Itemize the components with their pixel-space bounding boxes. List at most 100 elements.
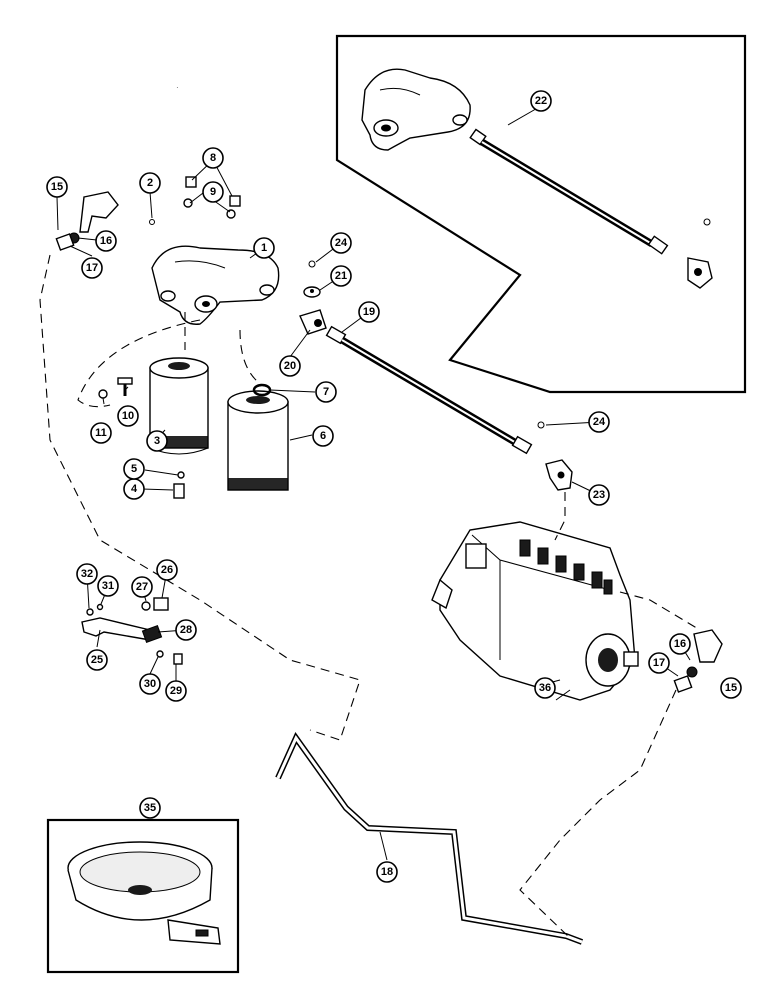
sediment-bowl-part-35 (67, 841, 221, 945)
svg-text:15: 15 (51, 181, 63, 193)
callout-18: 18 (376, 861, 398, 883)
callout-17-left: 17 (81, 257, 103, 279)
callout-31: 31 (97, 575, 119, 597)
svg-text:29: 29 (170, 685, 182, 697)
svg-text:7: 7 (323, 386, 329, 398)
svg-text:21: 21 (335, 270, 347, 282)
tee-fitting-part-20 (299, 309, 327, 335)
callout-29: 29 (165, 680, 187, 702)
stray-mark: · (176, 83, 179, 92)
washers-part-9 (183, 198, 236, 219)
svg-text:3: 3 (154, 435, 160, 447)
svg-text:17: 17 (86, 262, 98, 274)
svg-text:17: 17 (653, 657, 665, 669)
part-31 (96, 603, 104, 611)
elbow-part-23 (545, 459, 573, 491)
callout-15-right: 15 (720, 677, 742, 699)
callout-6: 6 (312, 425, 334, 447)
banjo-part-21 (303, 286, 321, 298)
svg-text:27: 27 (136, 581, 148, 593)
svg-text:9: 9 (210, 186, 216, 198)
callout-24-upper: 24 (330, 232, 352, 254)
svg-text:36: 36 (539, 682, 551, 694)
pump-delivery-valves (519, 539, 613, 595)
callout-8: 8 (202, 147, 224, 169)
svg-text:10: 10 (122, 410, 134, 422)
callout-22: 22 (530, 90, 552, 112)
svg-text:19: 19 (363, 306, 375, 318)
filter-element-part-6 (227, 390, 289, 491)
washer-part-30 (156, 650, 164, 658)
svg-text:16: 16 (674, 638, 686, 650)
callout-26: 26 (156, 559, 178, 581)
callout-9: 9 (202, 181, 224, 203)
svg-text:30: 30 (144, 678, 156, 690)
inset-hose-22 (469, 128, 713, 289)
svg-text:5: 5 (131, 463, 137, 475)
part-2-washer (149, 219, 155, 225)
part-32 (86, 608, 94, 616)
svg-text:35: 35 (144, 802, 156, 814)
callout-4: 4 (123, 478, 145, 500)
inset-filter-head (361, 68, 471, 151)
bowl-inset-panel (46, 818, 240, 974)
fitting-group-15-left (55, 191, 119, 251)
callout-20: 20 (279, 355, 301, 377)
svg-text:4: 4 (131, 483, 138, 495)
callout-5: 5 (123, 458, 145, 480)
callout-2: 2 (139, 172, 161, 194)
callout-21: 21 (330, 265, 352, 287)
callout-25: 25 (86, 649, 108, 671)
callout-7: 7 (315, 381, 337, 403)
svg-text:2: 2 (147, 177, 153, 189)
svg-text:28: 28 (180, 624, 192, 636)
callout-19: 19 (358, 301, 380, 323)
callout-10: 10 (117, 405, 139, 427)
svg-text:8: 8 (210, 152, 216, 164)
washer-part-27 (141, 601, 151, 611)
washer-part-24-lower (537, 421, 545, 429)
svg-text:24: 24 (335, 237, 348, 249)
svg-text:31: 31 (102, 580, 114, 592)
callout-36: 36 (534, 677, 556, 699)
drain-plug-part-4 (173, 483, 185, 499)
bracket-part-25 (81, 617, 151, 641)
screw-part-29 (173, 653, 183, 665)
callout-1: 1 (253, 237, 275, 259)
callout-32: 32 (76, 563, 98, 585)
bolts-part-8 (185, 176, 241, 207)
callout-30: 30 (139, 673, 161, 695)
svg-text:26: 26 (161, 564, 173, 576)
filter-head-part-1 (151, 245, 280, 325)
bolt-part-10 (117, 377, 133, 396)
svg-text:25: 25 (91, 654, 103, 666)
hose-part-19 (325, 325, 533, 455)
fitting-group-15-right (673, 629, 723, 693)
washer-part-11 (98, 389, 108, 399)
svg-text:11: 11 (95, 427, 107, 439)
dashed-routing-lines (39, 254, 701, 939)
svg-text:32: 32 (81, 568, 93, 580)
svg-text:24: 24 (593, 416, 606, 428)
callout-28: 28 (175, 619, 197, 641)
svg-text:20: 20 (284, 360, 296, 372)
callout-16-right: 16 (669, 633, 691, 655)
injection-pump-part-36 (431, 521, 639, 701)
clamp-part-28 (141, 624, 163, 644)
callout-23: 23 (588, 484, 610, 506)
screw-part-26 (153, 597, 169, 611)
svg-text:15: 15 (725, 682, 737, 694)
callout-17-right: 17 (648, 652, 670, 674)
callout-11: 11 (90, 422, 112, 444)
svg-text:1: 1 (261, 242, 267, 254)
callout-24-lower: 24 (588, 411, 610, 433)
svg-text:22: 22 (535, 95, 547, 107)
svg-text:16: 16 (100, 235, 112, 247)
callout-27: 27 (131, 576, 153, 598)
callout-15-left: 15 (46, 176, 68, 198)
svg-text:6: 6 (320, 430, 326, 442)
callout-3: 3 (146, 430, 168, 452)
callout-35: 35 (139, 797, 161, 819)
svg-text:23: 23 (593, 489, 605, 501)
